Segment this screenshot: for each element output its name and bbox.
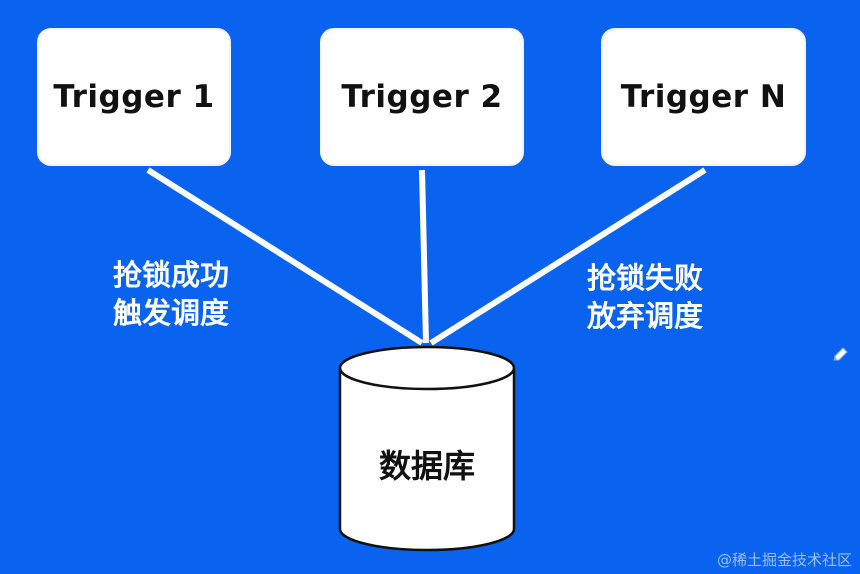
lock-fail-line-1: 抢锁失败 bbox=[587, 261, 704, 295]
lock-success-line-1: 抢锁成功 bbox=[113, 258, 230, 292]
trigger-1-box: Trigger 1 bbox=[37, 28, 231, 166]
connector-trigger-1 bbox=[146, 167, 424, 346]
lock-success-annotation: 抢锁成功 触发调度 bbox=[113, 256, 229, 332]
trigger-n-label: Trigger N bbox=[620, 79, 787, 115]
connector-trigger-n bbox=[429, 167, 707, 346]
database-shape bbox=[338, 345, 516, 552]
lock-fail-annotation: 抢锁失败 放弃调度 bbox=[587, 259, 703, 335]
database-label: 数据库 bbox=[378, 447, 475, 485]
lock-success-line-2: 触发调度 bbox=[113, 296, 230, 330]
trigger-2-box: Trigger 2 bbox=[320, 28, 524, 166]
database-cylinder: 数据库 bbox=[338, 345, 516, 553]
pencil-icon[interactable] bbox=[831, 346, 849, 364]
connector-trigger-2 bbox=[419, 169, 429, 344]
trigger-1-label: Trigger 1 bbox=[53, 79, 215, 115]
watermark: @稀土掘金技术社区 bbox=[716, 551, 852, 569]
trigger-n-box: Trigger N bbox=[601, 28, 806, 166]
lock-fail-line-2: 放弃调度 bbox=[587, 299, 704, 333]
trigger-2-label: Trigger 2 bbox=[341, 79, 503, 115]
